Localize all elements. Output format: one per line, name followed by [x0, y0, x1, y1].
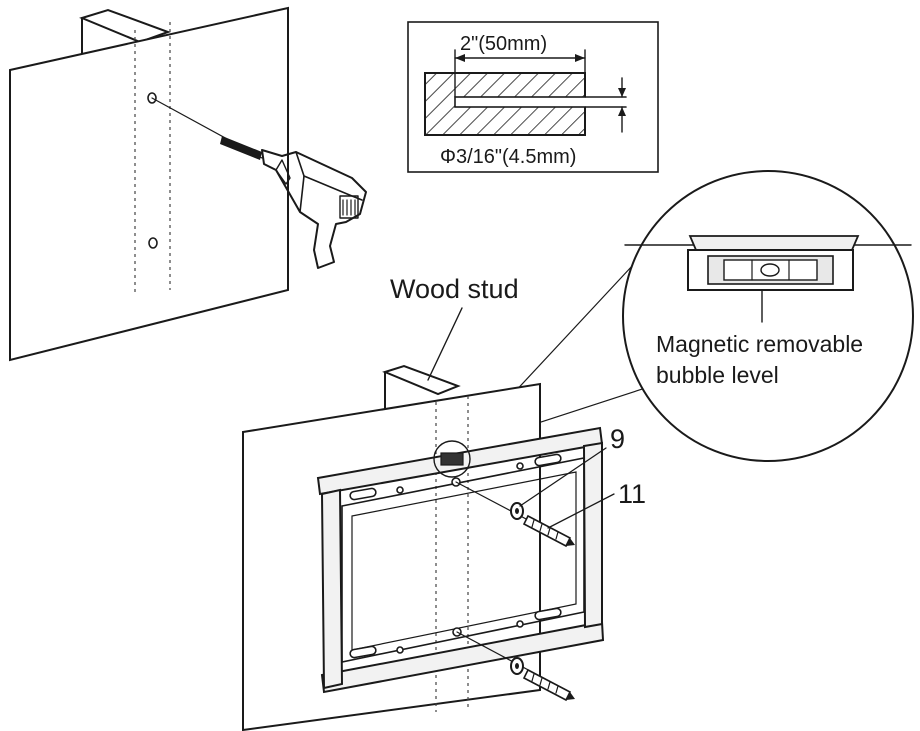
lag-screw-upper: [522, 514, 575, 548]
plate-right-side: [582, 441, 603, 629]
stud-top-lower: [382, 364, 461, 396]
pilot-hole-upper: [147, 92, 157, 104]
drill-depth-inset: 2"(50mm) Φ3/16"(4.5mm): [407, 21, 659, 173]
drill-bit: [220, 136, 262, 160]
bubble-level-label-line2: bubble level: [656, 362, 779, 388]
drilling-step-illustration: [9, 6, 367, 362]
wood-stud-label: Wood stud: [390, 274, 519, 304]
drill-bit-size-label: Φ3/16"(4.5mm): [440, 146, 576, 168]
lag-screw-lower: [522, 668, 575, 702]
magnified-circle: [622, 170, 914, 462]
wall-mount-plate: [316, 426, 605, 694]
part-9-callout: 9: [610, 424, 625, 454]
wall-panel-upper: [9, 6, 289, 362]
power-drill-icon: [261, 149, 367, 269]
plate-left-side: [320, 488, 344, 690]
mount-installation-illustration: Wood stud: [242, 274, 646, 731]
pilot-hole-lower: [148, 237, 158, 249]
bubble-level-on-plate: [440, 452, 464, 466]
bubble-level-label-line1: Magnetic removable: [656, 331, 863, 357]
stud-top-upper: [79, 8, 171, 44]
depth-label: 2"(50mm): [460, 33, 547, 55]
part-11-callout: 11: [618, 479, 646, 509]
bubble-level-detail: Magnetic removable bubble level: [454, 170, 914, 462]
